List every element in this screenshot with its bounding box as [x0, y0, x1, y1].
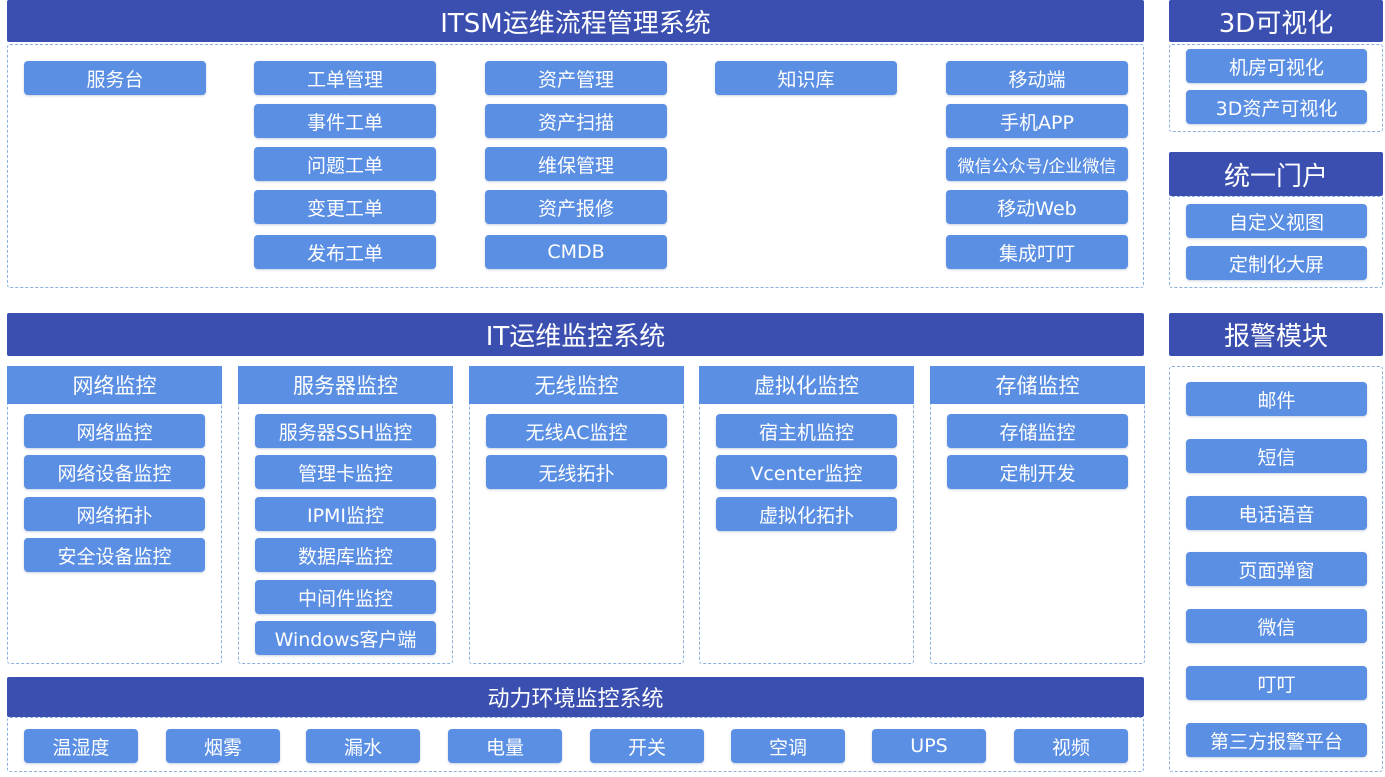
monitor-button-3-0[interactable]: 宿主机监控 — [716, 414, 897, 448]
monitor-group-title-1: 服务器监控 — [238, 366, 453, 404]
monitor-button-1-0[interactable]: 服务器SSH监控 — [255, 414, 436, 448]
itsm-button-2-3[interactable]: 资产报修 — [485, 190, 667, 224]
itsm-button-2-0[interactable]: 资产管理 — [485, 61, 667, 95]
itsm-button-1-4[interactable]: 发布工单 — [254, 235, 436, 269]
alarm-button-6[interactable]: 第三方报警平台 — [1186, 723, 1367, 757]
monitor-button-1-4[interactable]: 中间件监控 — [255, 580, 436, 614]
monitor-button-1-5[interactable]: Windows客户端 — [255, 621, 436, 655]
alarm-button-0[interactable]: 邮件 — [1186, 382, 1367, 416]
itsm-button-1-0[interactable]: 工单管理 — [254, 61, 436, 95]
alarm-title: 报警模块 — [1169, 313, 1383, 356]
viz3d-title: 3D可视化 — [1169, 0, 1383, 42]
monitor-button-1-1[interactable]: 管理卡监控 — [255, 455, 436, 489]
monitor-group-panel-4 — [930, 366, 1145, 664]
monitor-group-title-2: 无线监控 — [469, 366, 684, 404]
monitor-title: IT运维监控系统 — [7, 313, 1144, 356]
itsm-button-4-2[interactable]: 微信公众号/企业微信 — [946, 147, 1128, 181]
itsm-title: ITSM运维流程管理系统 — [7, 0, 1144, 42]
monitor-group-title-4: 存储监控 — [930, 366, 1145, 404]
itsm-button-3-0[interactable]: 知识库 — [715, 61, 897, 95]
power-button-7[interactable]: 视频 — [1014, 729, 1128, 763]
itsm-button-1-2[interactable]: 问题工单 — [254, 147, 436, 181]
monitor-button-1-2[interactable]: IPMI监控 — [255, 497, 436, 531]
portal-button-0[interactable]: 自定义视图 — [1186, 204, 1367, 238]
alarm-button-4[interactable]: 微信 — [1186, 609, 1367, 643]
itsm-button-2-1[interactable]: 资产扫描 — [485, 104, 667, 138]
power-title: 动力环境监控系统 — [7, 677, 1144, 717]
alarm-panel — [1169, 366, 1383, 772]
portal-title: 统一门户 — [1169, 152, 1383, 196]
itsm-button-4-3[interactable]: 移动Web — [946, 190, 1128, 224]
monitor-button-2-0[interactable]: 无线AC监控 — [486, 414, 667, 448]
monitor-button-0-1[interactable]: 网络设备监控 — [24, 455, 205, 489]
portal-button-1[interactable]: 定制化大屏 — [1186, 246, 1367, 280]
monitor-button-4-0[interactable]: 存储监控 — [947, 414, 1128, 448]
itsm-button-1-1[interactable]: 事件工单 — [254, 104, 436, 138]
monitor-button-0-0[interactable]: 网络监控 — [24, 414, 205, 448]
monitor-group-title-3: 虚拟化监控 — [699, 366, 914, 404]
itsm-button-1-3[interactable]: 变更工单 — [254, 190, 436, 224]
power-button-2[interactable]: 漏水 — [306, 729, 420, 763]
itsm-button-4-0[interactable]: 移动端 — [946, 61, 1128, 95]
itsm-button-2-4[interactable]: CMDB — [485, 235, 667, 269]
itsm-button-4-4[interactable]: 集成叮叮 — [946, 235, 1128, 269]
monitor-button-0-2[interactable]: 网络拓扑 — [24, 497, 205, 531]
power-button-6[interactable]: UPS — [872, 729, 986, 763]
power-button-0[interactable]: 温湿度 — [24, 729, 138, 763]
itsm-panel — [7, 44, 1144, 288]
monitor-button-2-1[interactable]: 无线拓扑 — [486, 455, 667, 489]
monitor-button-3-1[interactable]: Vcenter监控 — [716, 455, 897, 489]
power-button-4[interactable]: 开关 — [590, 729, 704, 763]
monitor-group-title-0: 网络监控 — [7, 366, 222, 404]
monitor-button-1-3[interactable]: 数据库监控 — [255, 538, 436, 572]
power-button-1[interactable]: 烟雾 — [166, 729, 280, 763]
viz3d-button-1[interactable]: 3D资产可视化 — [1186, 90, 1367, 124]
monitor-button-0-3[interactable]: 安全设备监控 — [24, 538, 205, 572]
alarm-button-3[interactable]: 页面弹窗 — [1186, 552, 1367, 586]
alarm-button-5[interactable]: 叮叮 — [1186, 666, 1367, 700]
power-button-5[interactable]: 空调 — [731, 729, 845, 763]
alarm-button-2[interactable]: 电话语音 — [1186, 496, 1367, 530]
alarm-button-1[interactable]: 短信 — [1186, 439, 1367, 473]
monitor-button-3-2[interactable]: 虚拟化拓扑 — [716, 497, 897, 531]
power-panel — [7, 717, 1144, 772]
power-button-3[interactable]: 电量 — [448, 729, 562, 763]
monitor-button-4-1[interactable]: 定制开发 — [947, 455, 1128, 489]
viz3d-panel — [1169, 44, 1383, 132]
itsm-button-4-1[interactable]: 手机APP — [946, 104, 1128, 138]
monitor-group-panel-2 — [469, 366, 684, 664]
itsm-button-0-0[interactable]: 服务台 — [24, 61, 206, 95]
portal-panel — [1169, 196, 1383, 288]
itsm-button-2-2[interactable]: 维保管理 — [485, 147, 667, 181]
viz3d-button-0[interactable]: 机房可视化 — [1186, 49, 1367, 83]
